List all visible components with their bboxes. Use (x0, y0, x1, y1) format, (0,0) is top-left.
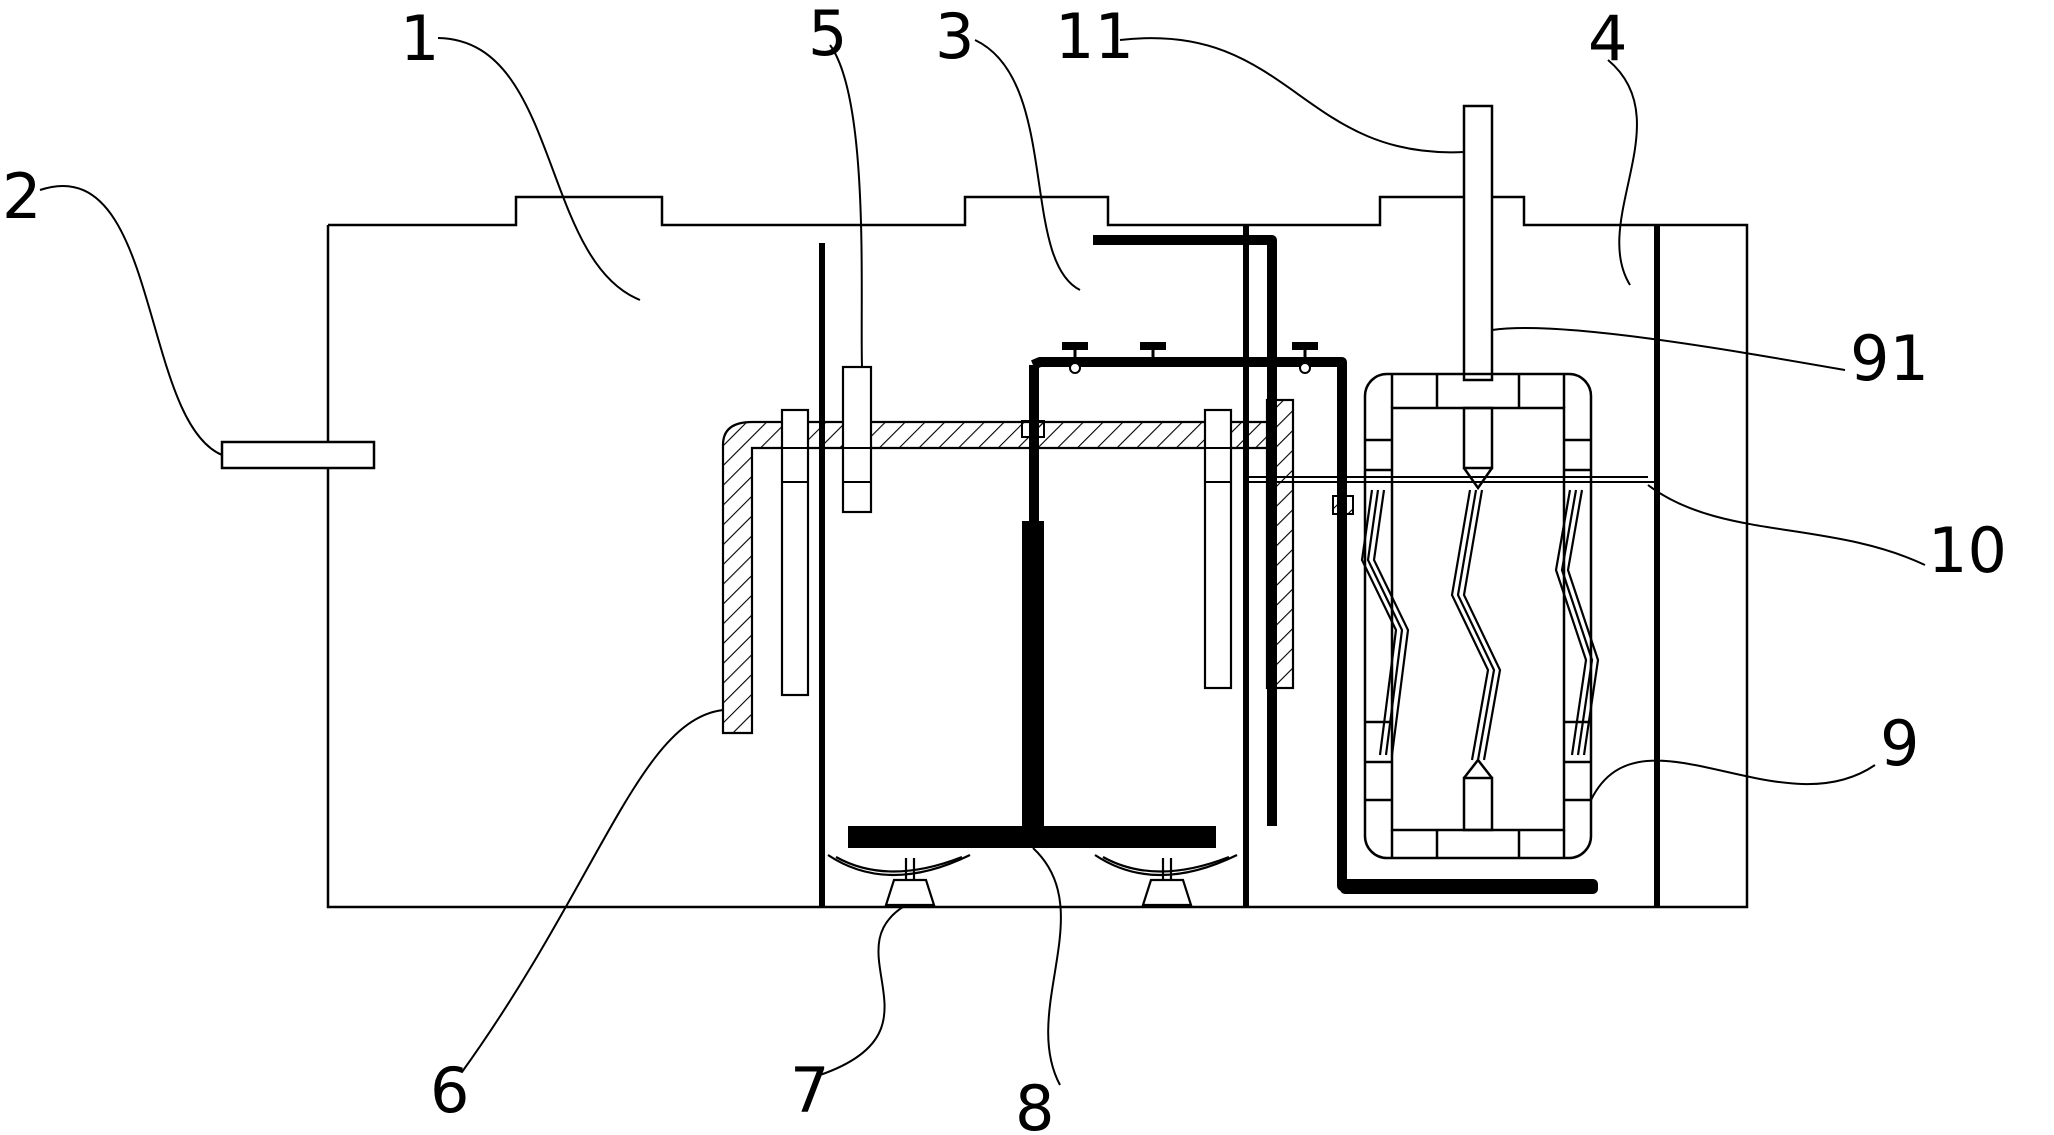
air-pipes (1029, 235, 1591, 891)
callout-1: 1 (400, 2, 439, 75)
callout-6: 6 (430, 1054, 469, 1127)
tank-housing (326, 195, 1749, 909)
callout-10: 10 (1928, 514, 2007, 587)
plate-detail-lines (782, 447, 1231, 483)
callout-2: 2 (2, 160, 41, 233)
overflow-channel (721, 420, 1270, 735)
callout-labels: 1 2 3 4 5 6 7 8 9 10 11 91 (2, 0, 2007, 1135)
filter-module (1363, 104, 1593, 860)
outlet-pipe-end (1340, 879, 1598, 894)
callout-4: 4 (1588, 2, 1627, 75)
valve-icon (1140, 342, 1166, 362)
callout-11: 11 (1055, 0, 1134, 73)
leader-lines (39, 37, 1926, 1086)
membrane-tubes (1360, 489, 1600, 761)
callout-3: 3 (935, 0, 974, 73)
inlet-pipe (220, 440, 376, 470)
aerator-icon (1094, 854, 1238, 907)
aerator-icon (827, 854, 971, 907)
valve-icon (1292, 342, 1318, 374)
valve-icon (1062, 342, 1088, 374)
callout-9: 9 (1880, 707, 1919, 780)
pipe-fitting (1332, 495, 1354, 515)
water-level-line (1246, 476, 1655, 483)
callout-8: 8 (1015, 1072, 1054, 1135)
callout-7: 7 (790, 1054, 829, 1127)
callout-5: 5 (808, 0, 847, 70)
pipe-fitting (1021, 420, 1045, 438)
callout-91: 91 (1850, 322, 1929, 395)
air-distribution-bar (848, 826, 1216, 848)
guide-plates (780, 365, 1233, 697)
air-column (1022, 521, 1044, 828)
